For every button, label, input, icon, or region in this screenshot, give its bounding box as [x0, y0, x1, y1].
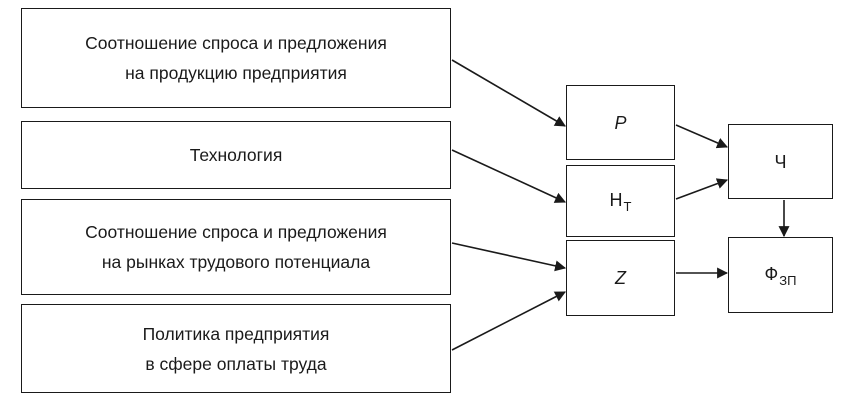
factor-demand-supply-product-line2: на продукцию предприятия	[125, 63, 347, 83]
factor-demand-supply-product-line1: Соотношение спроса и предложения	[85, 33, 387, 53]
variable-p: P	[566, 85, 675, 160]
variable-fzp-label: Ф	[764, 264, 779, 284]
factor-demand-supply-labor-line2: на рынках трудового потенциала	[101, 252, 371, 272]
factor-demand-supply-labor: Соотношение спроса и предложения на рынк…	[21, 199, 451, 295]
arrow-p-to-ch	[675, 124, 729, 149]
factor-pay-policy-line2: в сфере оплаты труда	[145, 353, 327, 374]
arrow-policy-to-z	[451, 291, 566, 351]
variable-nt-label-wrap: НТ	[609, 190, 632, 214]
variable-z-label: Z	[615, 268, 626, 288]
factor-pay-policy: Политика предприятия в сфере оплаты труд…	[21, 304, 451, 393]
factor-pay-policy-line1: Политика предприятия	[142, 323, 330, 344]
variable-fzp-subscript: ЗП	[779, 273, 797, 288]
factor-technology-line1: Технология	[189, 145, 283, 165]
variable-fzp-label-wrap: ФЗП	[764, 264, 797, 288]
variable-nt-label: Н	[609, 190, 623, 210]
factor-demand-supply-labor-line1: Соотношение спроса и предложения	[85, 222, 387, 242]
variable-nt-subscript: Т	[623, 199, 632, 214]
arrow-labor-to-z	[451, 242, 567, 272]
variable-z: Z	[566, 240, 675, 316]
factor-technology: Технология	[21, 121, 451, 189]
arrow-product-to-p	[451, 59, 566, 127]
variable-nt: НТ	[566, 165, 675, 237]
factor-demand-supply-product: Соотношение спроса и предложения на прод…	[21, 8, 451, 108]
arrow-nt-to-ch	[675, 178, 729, 200]
arrow-technology-to-nt	[451, 149, 566, 203]
variable-ch: Ч	[728, 124, 833, 199]
variable-p-label: P	[614, 112, 627, 133]
variable-ch-label: Ч	[774, 151, 787, 172]
variable-fzp: ФЗП	[728, 237, 833, 313]
